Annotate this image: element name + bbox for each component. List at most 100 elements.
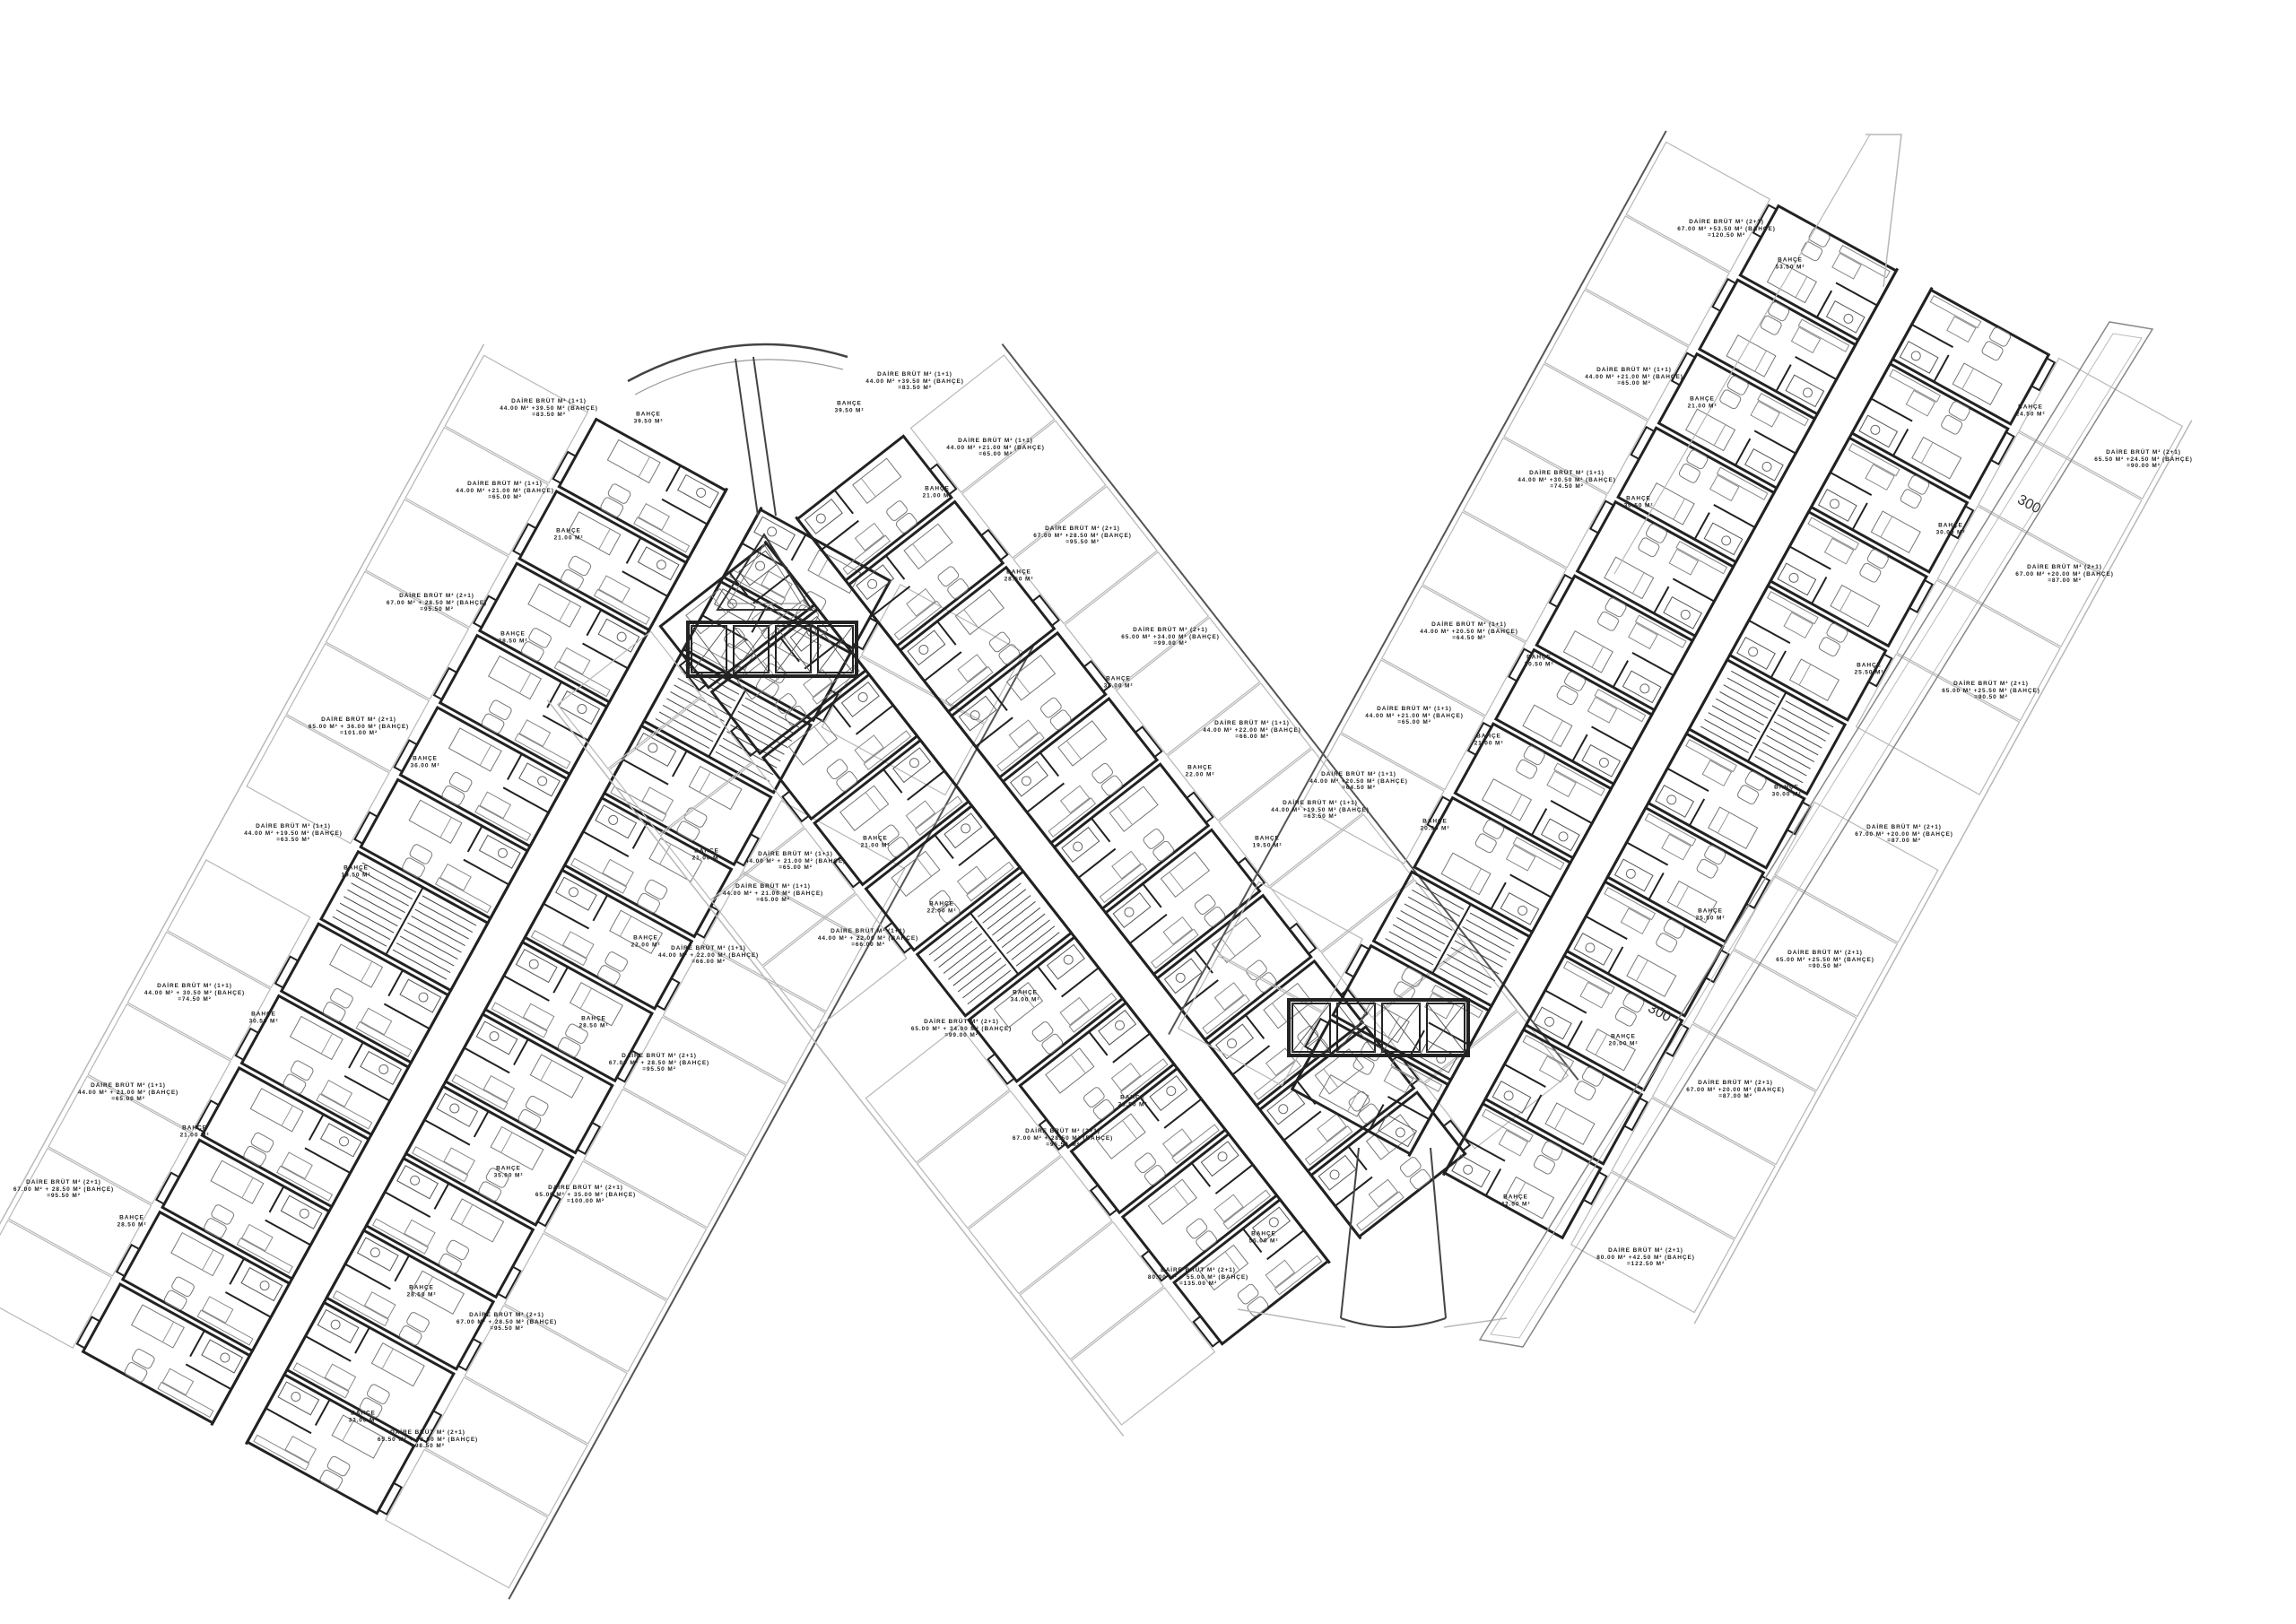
partition-wall	[384, 1191, 431, 1218]
kitchen-counter	[1151, 928, 1199, 969]
unit-heading-text: DAİRE BRÜT M²	[321, 716, 377, 723]
partition-wall	[1571, 734, 1588, 762]
sofa-icon	[1516, 759, 1538, 779]
toilet-icon	[299, 1208, 309, 1219]
sofa-icon	[1541, 1141, 1563, 1161]
bathroom	[1573, 933, 1613, 966]
sofa-icon	[359, 1397, 383, 1418]
unit-heading-text: DAİRE BRÜT M²	[548, 1184, 604, 1191]
stair-step	[982, 889, 1027, 924]
apartment-unit	[1018, 1001, 1177, 1150]
unit-heading-text: DAİRE BRÜT M²	[1025, 1127, 1081, 1134]
stair-step	[1716, 698, 1764, 726]
bed-pillow-line	[161, 1321, 175, 1342]
sofa-icon	[886, 500, 908, 521]
apartment-unit	[1646, 732, 1806, 870]
garden-parcel	[1423, 1011, 1570, 1150]
garden-parcel	[1773, 801, 1939, 943]
dining-table-icon	[1498, 1129, 1529, 1157]
balcony	[1989, 430, 2015, 466]
site-boundary-line	[1613, 134, 1871, 575]
unit-heading-text: DAİRE BRÜT M²	[758, 850, 813, 857]
dining-table-icon	[1831, 252, 1862, 280]
unit-area-label: DAİRE BRÜT M² (1+1)44.00 M² +22.00 M² (B…	[1203, 720, 1301, 741]
partition-wall	[883, 769, 903, 794]
partition-wall	[1180, 979, 1219, 1011]
bed-icon	[1604, 556, 1655, 600]
bed-pillow-line	[1635, 960, 1648, 982]
stair-step	[1385, 938, 1434, 966]
bed-pillow-line	[1347, 1090, 1360, 1112]
unit-type: (2+1)	[1102, 525, 1120, 532]
sofa-icon	[409, 844, 433, 864]
bed-icon	[1766, 260, 1817, 304]
balcony	[928, 463, 958, 496]
toilet-icon	[1463, 1164, 1474, 1175]
garden-area: 35.00 M²	[493, 1172, 524, 1178]
kitchen-counter	[491, 1002, 548, 1038]
unit-type: (1+1)	[815, 850, 833, 857]
partition-wall	[189, 1330, 205, 1358]
unit-area-label: DAİRE BRÜT M² (2+1)65.00 M² +34.00 M² (B…	[1121, 627, 1220, 647]
partition-wall	[344, 1263, 391, 1290]
garden-parcel	[710, 827, 857, 967]
bed-pillow-line	[710, 595, 726, 614]
kitchen-counter	[610, 786, 667, 822]
toilet-icon	[696, 487, 707, 498]
stair-step	[1412, 890, 1461, 917]
dining-table-icon	[1162, 916, 1193, 945]
kitchen-counter	[355, 1020, 413, 1058]
dining-table-icon	[761, 570, 793, 598]
junction-boundary	[1237, 1308, 1508, 1328]
garden-heading: BAHÇE	[1476, 733, 1501, 740]
bed-pillow-line	[912, 543, 927, 563]
sofa-icon	[1091, 762, 1113, 784]
unit-type: (2+1)	[1665, 1246, 1683, 1254]
apartment-unit	[1052, 762, 1211, 911]
unit-type: (2+1)	[1845, 949, 1863, 956]
bed-icon	[787, 719, 839, 766]
dining-table-icon	[1383, 1066, 1414, 1094]
apartment-unit	[200, 1065, 371, 1209]
kitchen-counter	[1594, 689, 1647, 723]
balcony	[1185, 791, 1214, 824]
stair-step	[662, 704, 718, 735]
bed-pillow-line	[1631, 572, 1645, 594]
garden-heading: BAHÇE	[251, 1011, 276, 1018]
garden-heading: BAHÇE	[633, 934, 658, 942]
unit-areas: 44.00 M² +39.50 M² (BAHÇE)	[865, 378, 964, 385]
balcony	[1192, 1315, 1222, 1348]
unit-heading: DAİRE BRÜT M² (2+1)	[535, 1185, 636, 1192]
stair-step	[734, 717, 788, 749]
sofa-icon	[1597, 611, 1619, 631]
unit-area-label: DAİRE BRÜT M² (2+1)65.00 M² + 34.00 M² (…	[911, 1019, 1012, 1039]
unit-areas: 65.00 M² + 36.00 M² (BAHÇE)	[308, 723, 410, 730]
bathroom	[856, 564, 895, 601]
unit-areas: 44.00 M² + 30.50 M² (BAHÇE)	[144, 989, 246, 996]
apartment-unit	[1738, 204, 1899, 343]
garden-parcel	[1070, 1287, 1216, 1426]
partition-wall	[1214, 1163, 1254, 1194]
stair-step	[655, 718, 710, 749]
garden-heading: BAHÇE	[1187, 764, 1213, 771]
garden-area: 21.00 M²	[691, 855, 722, 861]
garden-heading: BAHÇE	[182, 1125, 207, 1132]
unit-type: (2+1)	[448, 1429, 465, 1436]
unit-type: (1+1)	[1378, 770, 1396, 777]
unit-area-label: DAİRE BRÜT M² (1+1)44.00 M² +21.00 M² (B…	[1365, 706, 1464, 726]
apartment-unit	[1290, 1018, 1450, 1156]
kitchen-counter	[1356, 1191, 1405, 1231]
unit-heading-text: DAİRE BRÜT M²	[1529, 469, 1585, 476]
bed-icon	[1544, 1102, 1596, 1146]
stair-step	[411, 916, 465, 946]
sofa-icon	[1656, 933, 1678, 953]
balcony	[457, 1337, 483, 1372]
bathroom	[1500, 891, 1540, 925]
stair-step	[1465, 919, 1515, 947]
unit-heading: DAİRE BRÜT M² (1+1)	[658, 945, 759, 952]
garden-heading: BAHÇE	[1938, 522, 1963, 529]
partition-wall	[1463, 1137, 1506, 1162]
